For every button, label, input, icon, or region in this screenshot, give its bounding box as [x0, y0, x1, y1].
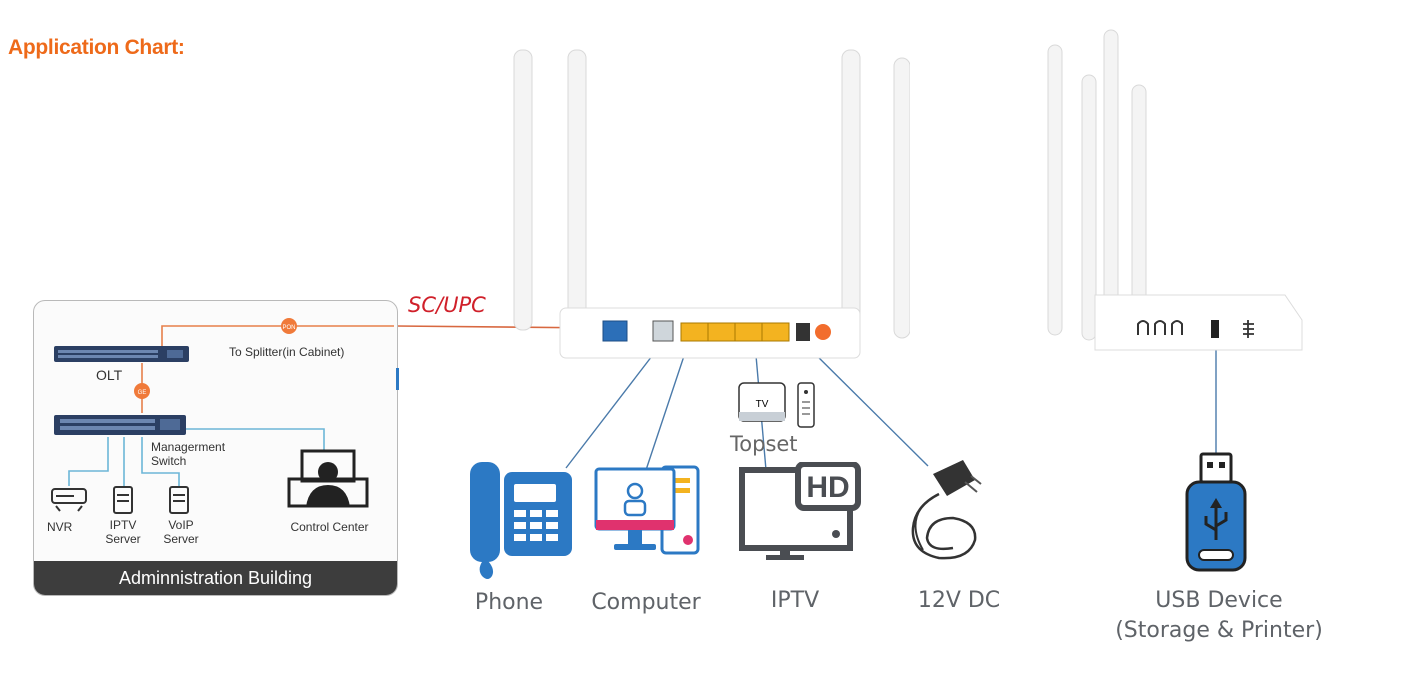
power-adapter-icon	[911, 460, 982, 560]
topset-device: TV	[738, 382, 815, 428]
antenna	[513, 49, 533, 331]
power-button	[815, 324, 831, 340]
admin-network-diagram: PON GE	[51, 318, 394, 514]
switch-label-line2: Switch	[151, 454, 187, 468]
svg-text:GE: GE	[138, 390, 147, 396]
usb-port	[1211, 320, 1219, 338]
iptv-server-label-2: Server	[105, 532, 141, 546]
voip-server-device	[169, 486, 189, 514]
hd-badge-text: HD	[806, 471, 849, 504]
antenna	[893, 57, 910, 339]
nvr-device	[51, 488, 87, 512]
nvr-label: NVR	[47, 520, 73, 534]
pon-port	[602, 320, 628, 342]
iptv-label: IPTV	[770, 588, 820, 613]
power-label: 12V DC	[917, 588, 1001, 613]
voip-server-label-1: VoIP	[168, 518, 194, 532]
switch-label-line1: Managerment	[151, 440, 226, 454]
voip-server-label-2: Server	[163, 532, 199, 546]
dc-jack	[796, 323, 810, 341]
splitter-label: To Splitter(in Cabinet)	[229, 345, 345, 359]
antenna	[841, 49, 861, 331]
power-link-line	[804, 343, 929, 467]
hd-tv-icon: HD	[739, 462, 861, 560]
phone-port	[652, 320, 674, 342]
antenna	[567, 49, 587, 331]
admin-building-panel: PON GE	[33, 300, 398, 596]
topset-tv-text: TV	[756, 399, 769, 410]
phone-icon	[470, 462, 572, 579]
usb-label-line1: USB Device	[1155, 588, 1283, 613]
page-title: Application Chart:	[8, 36, 185, 59]
iptv-server-label-1: IPTV	[109, 518, 137, 532]
olt-device	[54, 346, 189, 362]
pon-tag: PON	[282, 325, 295, 331]
control-center-label: Control Center	[290, 520, 369, 534]
iptv-server-device	[113, 486, 133, 514]
computer-label: Computer	[591, 590, 701, 615]
phone-label: Phone	[474, 590, 544, 615]
control-center-device	[287, 449, 369, 508]
admin-building-footer: Adminnistration Building	[34, 561, 397, 595]
connector-label: SC/UPC	[408, 293, 486, 317]
usb-drive-icon	[1185, 452, 1247, 572]
usb-label-line2: (Storage & Printer)	[1115, 618, 1323, 643]
phone-link-line	[565, 342, 663, 469]
router-back-view	[513, 49, 910, 359]
management-switch-device	[54, 415, 186, 435]
panel-edge-accent	[396, 368, 399, 390]
lan-ports	[680, 322, 790, 342]
router-side-view	[1047, 29, 1303, 351]
olt-label: OLT	[96, 367, 123, 383]
computer-link-line	[645, 343, 689, 471]
topset-label: Topset	[730, 432, 798, 456]
computer-icon	[594, 465, 700, 555]
